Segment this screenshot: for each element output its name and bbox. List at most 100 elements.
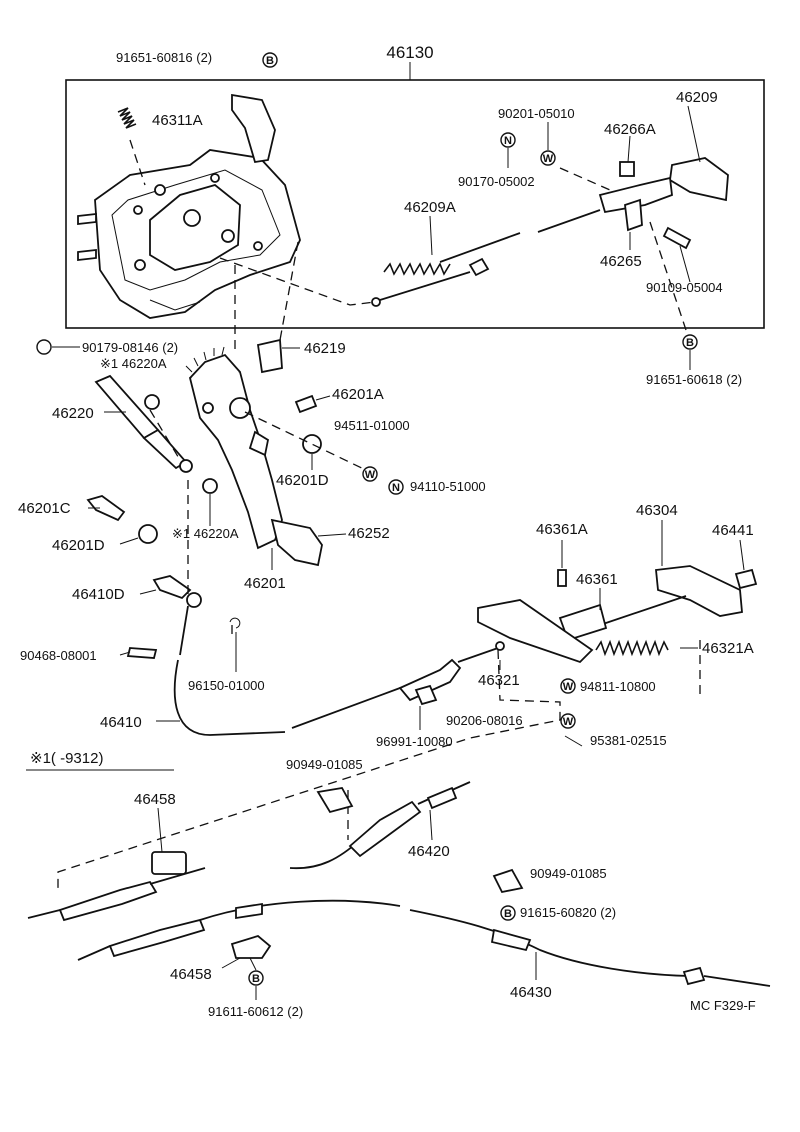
label-46220: 46220 [52, 405, 94, 422]
label-46430: 46430 [510, 984, 552, 1001]
svg-text:N: N [504, 135, 512, 147]
pin-46361A [557, 569, 567, 587]
bushing-46201D-left [138, 524, 158, 544]
leader-lines [52, 105, 745, 1000]
symbol-nut-90179 [36, 339, 52, 355]
label-91651-60816: 91651-60816 (2) [116, 50, 212, 65]
bolt-46201A [294, 394, 318, 414]
svg-text:B: B [504, 908, 512, 920]
label-90179-08146: 90179-08146 (2) [82, 340, 178, 355]
symbol-n-94110: N [388, 479, 404, 495]
label-46266A: 46266A [604, 121, 656, 138]
label-46361A: 46361A [536, 521, 588, 538]
svg-text:N: N [392, 482, 400, 494]
damper-46220 [94, 374, 193, 473]
label-46220A-top: ※1 46220A [100, 356, 167, 371]
label-90949-01085-right: 90949-01085 [530, 866, 607, 881]
label-46458-top: 46458 [134, 791, 176, 808]
label-46209A: 46209A [404, 199, 456, 216]
symbol-b-91611: B [248, 970, 264, 986]
clip-96991 [414, 684, 438, 706]
cotter-pin-95381 [564, 735, 583, 747]
label-figure-code: MC F329-F [690, 998, 756, 1013]
label-46252: 46252 [348, 525, 390, 542]
spring-46311A [117, 107, 146, 186]
label-91611-60612: 91611-60612 (2) [208, 1004, 303, 1019]
label-46201C: 46201C [18, 500, 71, 517]
svg-text:W: W [543, 153, 554, 165]
assembly-outline-box [65, 79, 765, 329]
nut-46441 [734, 568, 758, 590]
label-90206-08016: 90206-08016 [446, 713, 523, 728]
svg-text:W: W [365, 469, 376, 481]
label-46410D: 46410D [72, 586, 125, 603]
bracket-46321 [477, 599, 594, 664]
label-94110-51000: 94110-51000 [410, 479, 486, 494]
washer-46220A-bottom [202, 478, 218, 494]
bracket-46458-bottom [230, 934, 272, 959]
label-94811-10800: 94811-10800 [580, 679, 656, 694]
svg-text:B: B [686, 337, 694, 349]
symbol-w-94811: W [560, 678, 576, 694]
label-46311A: 46311A [152, 112, 203, 129]
equalizer-46304 [558, 565, 743, 642]
label-46321A: 46321A [702, 640, 754, 657]
svg-text:W: W [563, 716, 574, 728]
label-90170-05002: 90170-05002 [458, 174, 535, 189]
label-46130: 46130 [386, 43, 433, 62]
pin-96150 [229, 617, 241, 629]
label-46458-bottom: 46458 [170, 966, 212, 983]
clip-90468 [126, 647, 158, 659]
label-46201D-left: 46201D [52, 537, 105, 554]
washer-46220A-top [144, 394, 160, 410]
label-46361: 46361 [576, 571, 618, 588]
label-96150-01000: 96150-01000 [188, 678, 265, 693]
label-90468-08001: 90468-08001 [20, 648, 97, 663]
symbol-w-90206: W [560, 713, 576, 729]
spring-46321A [595, 639, 669, 657]
label-46201A: 46201A [332, 386, 384, 403]
label-46201D-right: 46201D [276, 472, 329, 489]
bracket-46458-top [151, 851, 187, 875]
label-91615-60820: 91615-60820 (2) [520, 905, 616, 920]
label-90949-01085-top: 90949-01085 [286, 757, 363, 772]
front-cable-46410 [173, 592, 505, 736]
svg-text:B: B [252, 973, 260, 985]
symbol-b-91651-60816: B [262, 52, 278, 68]
label-91651-60618: 91651-60618 (2) [646, 372, 742, 387]
label-46321: 46321 [478, 672, 520, 689]
label-46441: 46441 [712, 522, 754, 539]
svg-text:B: B [266, 55, 274, 67]
label-46220A-bottom: ※1 46220A [172, 526, 239, 541]
symbol-b-91615: B [500, 905, 516, 921]
pedal-bracket-housing [77, 93, 301, 319]
symbol-w-90201: W [540, 150, 556, 166]
label-46304: 46304 [636, 502, 678, 519]
clip-90949-right [492, 868, 524, 894]
part-labels: 46130 91651-60816 (2) 46311A 90201-05010… [18, 43, 756, 1019]
label-variant-note: ※1( -9312) [30, 750, 103, 767]
label-96991-10080: 96991-10080 [376, 734, 453, 749]
label-46201: 46201 [244, 575, 286, 592]
symbol-n-90170: N [500, 132, 516, 148]
label-46420: 46420 [408, 843, 450, 860]
pedal-arm-46201 [185, 346, 323, 567]
symbol-b-91651-60618: B [682, 334, 698, 350]
cable-46209 [371, 157, 729, 307]
label-46219: 46219 [304, 340, 346, 357]
label-90201-05010: 90201-05010 [498, 106, 575, 121]
svg-text:W: W [563, 681, 574, 693]
bolt-46410D [152, 575, 192, 600]
rear-cable-46430 [77, 899, 771, 987]
label-94511-01000: 94511-01000 [334, 418, 410, 433]
stopper-46219 [256, 338, 283, 374]
label-46410: 46410 [100, 714, 142, 731]
label-95381-02515: 95381-02515 [590, 733, 667, 748]
bushing-46201D-right [302, 434, 322, 454]
rear-cable-46420 [27, 781, 471, 922]
label-46209: 46209 [676, 89, 718, 106]
spring-46209A [383, 262, 451, 276]
label-46265: 46265 [600, 253, 642, 270]
